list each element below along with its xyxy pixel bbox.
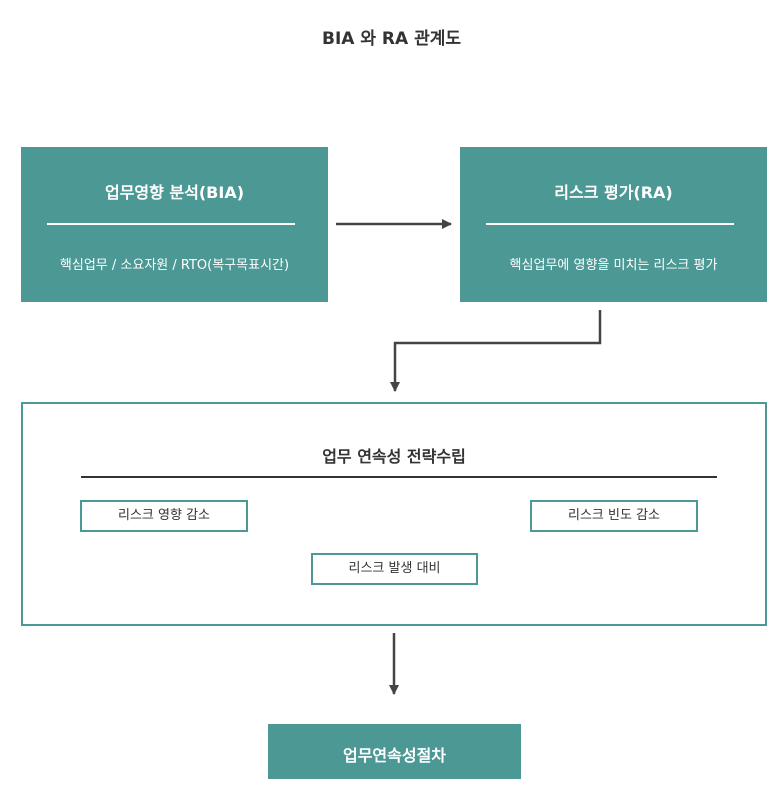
ra-title: 리스크 평가(RA) — [554, 183, 673, 202]
risk-occurrence-preparation-box: 리스크 발생 대비 — [311, 553, 478, 585]
ra-description: 핵심업무에 영향을 미치는 리스크 평가 — [509, 258, 718, 273]
diagram-title: BIA 와 RA 관계도 — [321, 29, 461, 49]
bia-divider — [47, 223, 295, 225]
arrow-ra-to-strategy — [390, 310, 602, 392]
risk-frequency-reduction-box: 리스크 빈도 감소 — [530, 500, 698, 532]
ra-divider — [486, 223, 734, 225]
procedure-title: 업무연속성절차 — [342, 746, 447, 765]
procedure-box: 업무연속성절차 — [268, 724, 521, 779]
risk-impact-reduction-box: 리스크 영향 감소 — [80, 500, 248, 532]
bia-description: 핵심업무 / 소요자원 / RTO(복구목표시간) — [59, 258, 290, 273]
strategy-title: 업무 연속성 전략수립 — [322, 447, 466, 466]
strategy-box: 업무 연속성 전략수립 리스크 영향 감소 리스크 빈도 감소 리스크 발생 대… — [21, 402, 767, 626]
strategy-divider — [81, 476, 717, 478]
bia-box: 업무영향 분석(BIA) 핵심업무 / 소요자원 / RTO(복구목표시간) — [21, 147, 328, 302]
ra-box: 리스크 평가(RA) 핵심업무에 영향을 미치는 리스크 평가 — [460, 147, 767, 302]
bia-title: 업무영향 분석(BIA) — [104, 183, 245, 202]
